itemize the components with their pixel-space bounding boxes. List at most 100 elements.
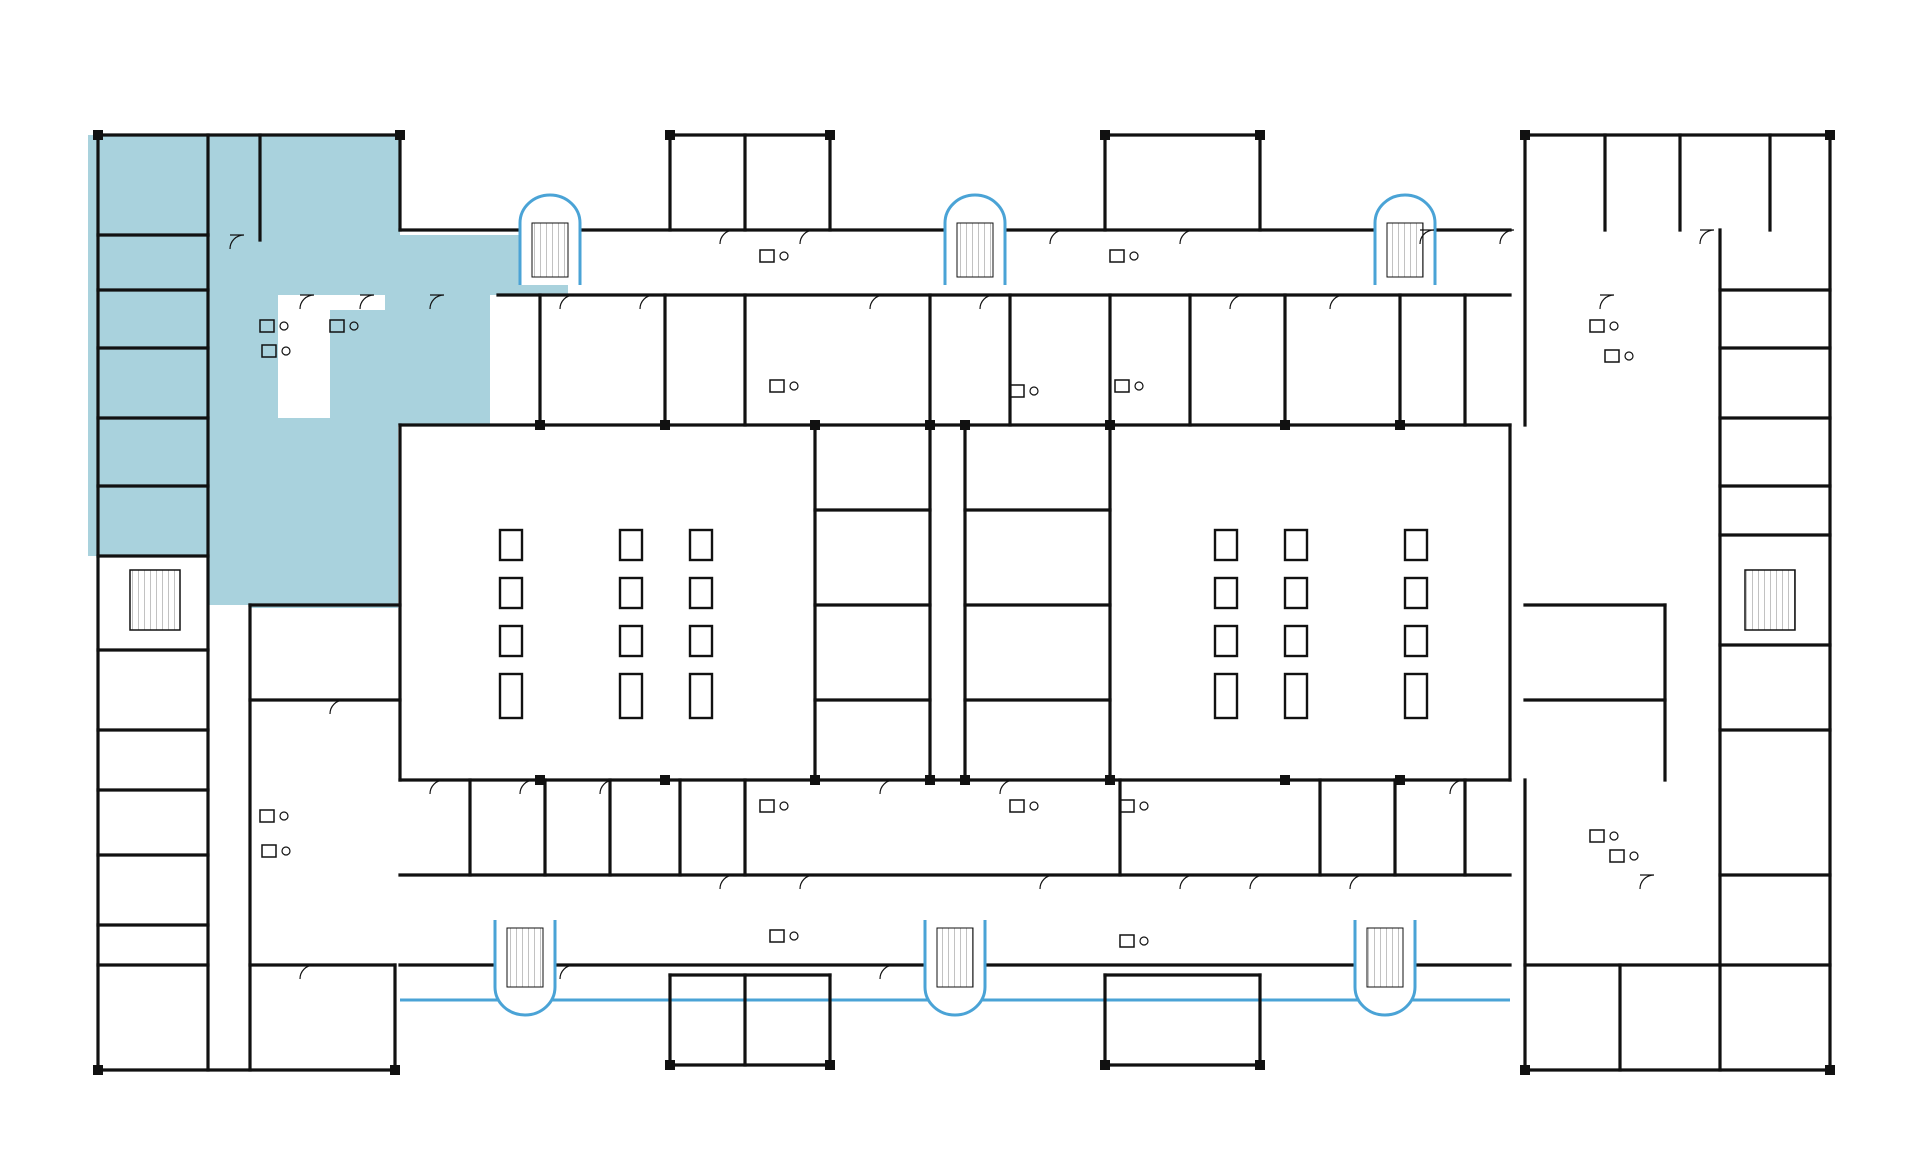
door-swing-icon (639, 294, 655, 310)
column-icon (925, 775, 935, 785)
column-icon (825, 130, 835, 140)
wc-fixture-icon (261, 344, 277, 358)
door-swing-icon (1229, 294, 1245, 310)
highlight-room-9 (208, 235, 278, 605)
door-swing-icon (559, 294, 575, 310)
courtyard-frame-2-1 (618, 528, 644, 562)
wc-fixture-icon (1589, 319, 1605, 333)
highlight-room-12 (330, 310, 385, 425)
stair-treads-4 (506, 927, 544, 988)
column-icon (1520, 1065, 1530, 1075)
column-icon (395, 130, 405, 140)
highlight-room-13 (400, 235, 498, 295)
columns (93, 130, 1835, 1075)
wc-fixture-icon (1139, 936, 1149, 946)
wc-fixture-icon (769, 379, 785, 393)
highlight-room-2 (208, 135, 260, 235)
column-icon (1105, 775, 1115, 785)
door-swing-icon (1329, 294, 1345, 310)
wc-fixture-icon (1609, 849, 1625, 863)
courtyard-frame-3-2 (688, 576, 714, 610)
wc-fixture-icon (1119, 934, 1135, 948)
door-swing-icon (299, 964, 315, 980)
door-swing-icon (719, 874, 735, 890)
courtyard-frame-2-2 (618, 576, 644, 610)
highlight-room-5 (88, 290, 208, 348)
wc-fixture-icon (1589, 829, 1605, 843)
highlight-room-4 (88, 235, 208, 290)
highlight-room-11 (385, 295, 490, 425)
wc-fixture-icon (261, 844, 277, 858)
door-swing-icon (1499, 229, 1515, 245)
wc-fixture-icon (259, 809, 275, 823)
courtyard-frame-4-3 (1213, 624, 1239, 658)
wc-fixture-icon (349, 321, 359, 331)
door-swing-icon (599, 779, 615, 795)
door-swing-icon (1599, 294, 1615, 310)
column-icon (660, 420, 670, 430)
column-icon (665, 1060, 675, 1070)
door-swing-icon (869, 294, 885, 310)
courtyard-frame-6-2 (1403, 576, 1429, 610)
column-icon (1825, 130, 1835, 140)
courtyard-frame-5-2 (1283, 576, 1309, 610)
door-swing-icon (799, 229, 815, 245)
courtyard-outlines (498, 528, 1429, 720)
door-swing-icon (329, 699, 345, 715)
stair-treads-1 (531, 222, 569, 278)
door-swing-icon (1449, 779, 1465, 795)
courtyard-frame-6-3 (1403, 624, 1429, 658)
column-icon (1100, 1060, 1110, 1070)
wc-fixture-icon (1129, 251, 1139, 261)
courtyard-frame-4-2 (1213, 576, 1239, 610)
wc-fixture-icon (1009, 384, 1025, 398)
courtyard-frame-5-3 (1283, 624, 1309, 658)
wc-fixture-icon (1604, 349, 1620, 363)
wc-fixture-icon (779, 801, 789, 811)
wc-fixture-icon (259, 319, 275, 333)
door-swing-icon (1039, 874, 1055, 890)
courtyard-frame-5-4 (1283, 672, 1309, 720)
door-swing-icon (1349, 874, 1365, 890)
courtyard-frame-1-3 (498, 624, 524, 658)
wc-fixture-icon (1029, 386, 1039, 396)
wc-fixture-icon (759, 249, 775, 263)
courtyard-frame-4-4 (1213, 672, 1239, 720)
wc-fixture-icon (281, 846, 291, 856)
column-icon (1825, 1065, 1835, 1075)
wc-fixtures (259, 249, 1639, 948)
wc-fixture-icon (789, 381, 799, 391)
wc-fixture-icon (1009, 799, 1025, 813)
courtyard-frame-3-4 (688, 672, 714, 720)
wc-fixture-icon (1624, 351, 1634, 361)
column-icon (665, 130, 675, 140)
courtyard-frame-1-4 (498, 672, 524, 720)
column-icon (1395, 775, 1405, 785)
door-swing-icon (979, 294, 995, 310)
highlight-room-7 (88, 418, 208, 486)
wc-fixture-icon (779, 251, 789, 261)
door-swing-icon (1639, 874, 1655, 890)
door-swing-icon (799, 874, 815, 890)
door-swing-icon (1049, 229, 1065, 245)
courtyard-frame-3-3 (688, 624, 714, 658)
wc-fixture-icon (1029, 801, 1039, 811)
stair-treads-2 (956, 222, 994, 278)
wc-fixture-icon (759, 799, 775, 813)
column-icon (1105, 420, 1115, 430)
courtyard-frame-2-3 (618, 624, 644, 658)
column-icon (1280, 420, 1290, 430)
highlight-room-6 (88, 348, 208, 418)
door-swing-icon (519, 779, 535, 795)
column-icon (960, 420, 970, 430)
stair-treads-5 (936, 927, 974, 988)
wc-fixture-icon (1134, 381, 1144, 391)
stair-treads-3 (1386, 222, 1424, 278)
wc-fixture-icon (1139, 801, 1149, 811)
door-swing-icon (1249, 874, 1265, 890)
stair-treads-6 (1366, 927, 1404, 988)
door-swing-icon (999, 779, 1015, 795)
wc-fixture-icon (1609, 321, 1619, 331)
door-swings (229, 229, 1715, 980)
